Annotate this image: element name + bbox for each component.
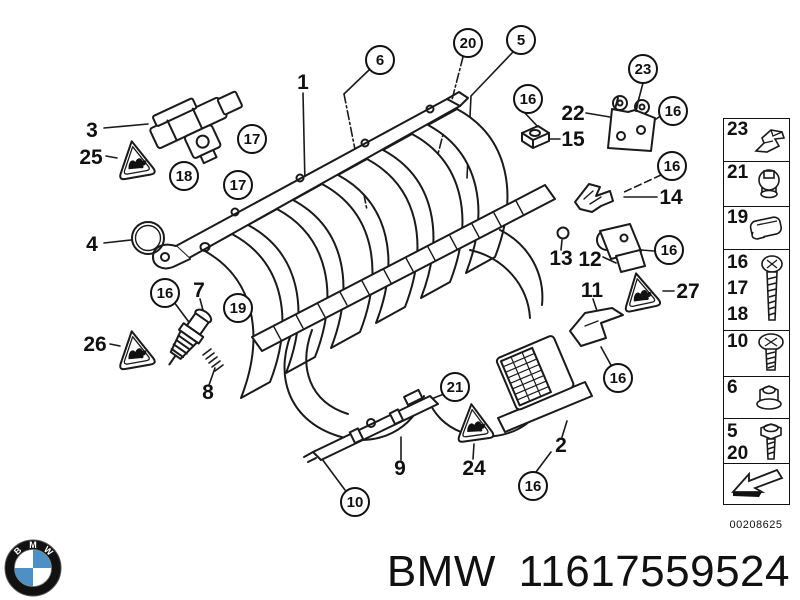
label-26[interactable]: 26 bbox=[83, 333, 107, 356]
label-9[interactable]: 9 bbox=[394, 457, 406, 480]
part-3-sensor-art bbox=[149, 90, 243, 165]
hardware-legend: 23 21 19 16 bbox=[723, 118, 790, 505]
callout-16-plate[interactable]: 16 bbox=[603, 363, 633, 393]
back-arrow-icon bbox=[730, 468, 784, 497]
label-11[interactable]: 11 bbox=[580, 279, 604, 302]
label-7[interactable]: 7 bbox=[193, 279, 205, 302]
label-15[interactable]: 15 bbox=[561, 128, 585, 151]
warning-triangle-25 bbox=[113, 137, 157, 181]
label-27[interactable]: 27 bbox=[676, 280, 700, 303]
label-25[interactable]: 25 bbox=[79, 146, 103, 169]
part-12-sensor-art bbox=[596, 223, 646, 273]
part-7-injector-art bbox=[168, 308, 213, 366]
logo-letter-m: M bbox=[29, 540, 37, 550]
callout-16-actuator[interactable]: 16 bbox=[518, 471, 548, 501]
callout-16-injector[interactable]: 16 bbox=[150, 278, 180, 308]
callout-19[interactable]: 19 bbox=[223, 293, 253, 323]
part-2-actuator-art bbox=[495, 335, 593, 433]
label-4[interactable]: 4 bbox=[86, 233, 98, 256]
label-12[interactable]: 12 bbox=[578, 248, 602, 271]
part-9-rail-art bbox=[303, 388, 439, 463]
sheet-clip-icon bbox=[754, 128, 786, 153]
part-number: 11617559524 bbox=[518, 547, 790, 596]
legend-row-5-20[interactable]: 5 20 bbox=[723, 418, 790, 465]
legend-row-16-17-18[interactable]: 16 17 18 bbox=[723, 249, 790, 332]
callout-18[interactable]: 18 bbox=[169, 161, 199, 191]
legend-row-6[interactable]: 6 bbox=[723, 376, 790, 421]
callout-17b[interactable]: 17 bbox=[223, 170, 253, 200]
callout-16-sensor[interactable]: 16 bbox=[654, 235, 684, 265]
callout-21[interactable]: 21 bbox=[440, 372, 470, 402]
callout-20[interactable]: 20 bbox=[453, 28, 483, 58]
legend-row-back[interactable] bbox=[723, 462, 790, 505]
legend-row-21[interactable]: 21 bbox=[723, 161, 790, 208]
part-22-bracket-art bbox=[607, 95, 656, 152]
part-13-oring-art bbox=[556, 226, 570, 240]
label-13[interactable]: 13 bbox=[549, 247, 573, 270]
legend-row-10[interactable]: 10 bbox=[723, 329, 790, 378]
legend-row-19[interactable]: 19 bbox=[723, 205, 790, 251]
callout-6[interactable]: 6 bbox=[365, 45, 395, 75]
callout-16-clip[interactable]: 16 bbox=[657, 151, 687, 181]
callout-16-nut[interactable]: 16 bbox=[513, 84, 543, 114]
label-24[interactable]: 24 bbox=[462, 457, 486, 480]
intake-manifold-diagram-art bbox=[103, 51, 675, 491]
manifold-top-flange bbox=[152, 91, 469, 270]
label-3[interactable]: 3 bbox=[86, 119, 98, 142]
label-8[interactable]: 8 bbox=[202, 381, 214, 404]
part-8-spring-art bbox=[202, 348, 224, 372]
grommet-clip-icon bbox=[758, 169, 780, 199]
callout-17[interactable]: 17 bbox=[237, 124, 267, 154]
legend-row-23[interactable]: 23 bbox=[723, 118, 790, 163]
part-15-nut-art bbox=[521, 125, 550, 149]
callout-10[interactable]: 10 bbox=[340, 487, 370, 517]
brand-name: BMW bbox=[386, 547, 496, 596]
part-14-clip-art bbox=[574, 183, 614, 213]
label-2[interactable]: 2 bbox=[555, 434, 567, 457]
cover-clip-icon bbox=[749, 216, 783, 241]
warning-triangle-27 bbox=[617, 268, 662, 314]
part-11-bracket-art bbox=[569, 307, 624, 347]
footer-part-reference: BMW 11617559524 bbox=[377, 547, 790, 597]
pan-screw-icon bbox=[758, 332, 784, 371]
bmw-logo: B M W bbox=[4, 539, 62, 597]
diagram-code: 00208625 bbox=[729, 519, 783, 531]
part-4-oring-art bbox=[131, 221, 165, 255]
label-1[interactable]: 1 bbox=[297, 71, 309, 94]
logo-letter-b: B bbox=[12, 545, 24, 557]
callout-16-bracket[interactable]: 16 bbox=[658, 96, 688, 126]
label-14[interactable]: 14 bbox=[659, 186, 683, 209]
warning-triangle-24 bbox=[453, 400, 495, 444]
callout-23[interactable]: 23 bbox=[628, 54, 658, 84]
long-screw-icon bbox=[761, 255, 783, 322]
warning-triangle-26 bbox=[113, 327, 157, 371]
manifold-rib-strip bbox=[251, 184, 556, 352]
callout-5[interactable]: 5 bbox=[506, 25, 536, 55]
label-22[interactable]: 22 bbox=[561, 102, 585, 125]
flange-nut-icon bbox=[756, 385, 782, 410]
hex-bolt-icon bbox=[760, 423, 782, 461]
